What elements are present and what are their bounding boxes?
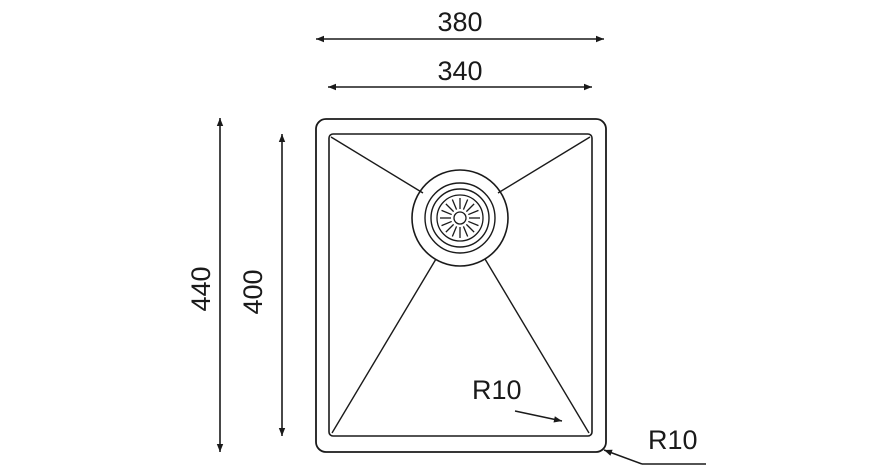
outer-radius-callout: R10 <box>603 425 706 465</box>
drain-slot <box>441 220 452 227</box>
drain-slot <box>451 226 458 237</box>
inner-radius-leader <box>514 410 563 423</box>
slope-line-bottom-right <box>484 258 590 434</box>
drain-slot <box>468 220 479 227</box>
inner-height-label: 400 <box>238 269 268 314</box>
outer-radius-label: R10 <box>648 425 698 455</box>
drain-slot <box>462 226 469 237</box>
outer-height-label: 440 <box>186 266 216 311</box>
drain-icon <box>411 169 509 267</box>
inner-radius-callout: R10 <box>472 375 563 423</box>
drain-slot <box>465 223 475 233</box>
slope-line-top-right <box>497 136 591 194</box>
bowl-slope-lines <box>330 136 591 434</box>
drain-slot <box>445 223 455 233</box>
inner-radius-label: R10 <box>472 375 522 405</box>
slope-line-top-left <box>330 136 424 194</box>
drain-slot <box>451 199 458 210</box>
drain-center-cap <box>453 211 467 225</box>
outer-height-dimension: 440 <box>186 118 224 452</box>
slope-line-bottom-left <box>331 258 437 434</box>
outer-width-label: 380 <box>437 7 482 37</box>
outer-width-dimension: 380 <box>316 7 604 43</box>
drain-slot <box>468 209 479 216</box>
outer-radius-leader <box>603 449 643 465</box>
inner-height-dimension: 400 <box>238 134 286 436</box>
drain-slot <box>465 203 475 213</box>
drain-outer-ring <box>411 169 509 267</box>
drain-slot <box>441 209 452 216</box>
drain-flange <box>424 182 496 254</box>
inner-width-dimension: 340 <box>328 56 592 91</box>
drain-slot <box>445 203 455 213</box>
drain-basket <box>430 188 490 248</box>
sink-inner-bowl <box>328 133 593 437</box>
drain-strainer-slots <box>440 198 480 238</box>
drain-slot <box>462 199 469 210</box>
sink-outer-rim <box>315 118 607 453</box>
inner-width-label: 340 <box>437 56 482 86</box>
drain-strainer-ring <box>436 194 484 242</box>
